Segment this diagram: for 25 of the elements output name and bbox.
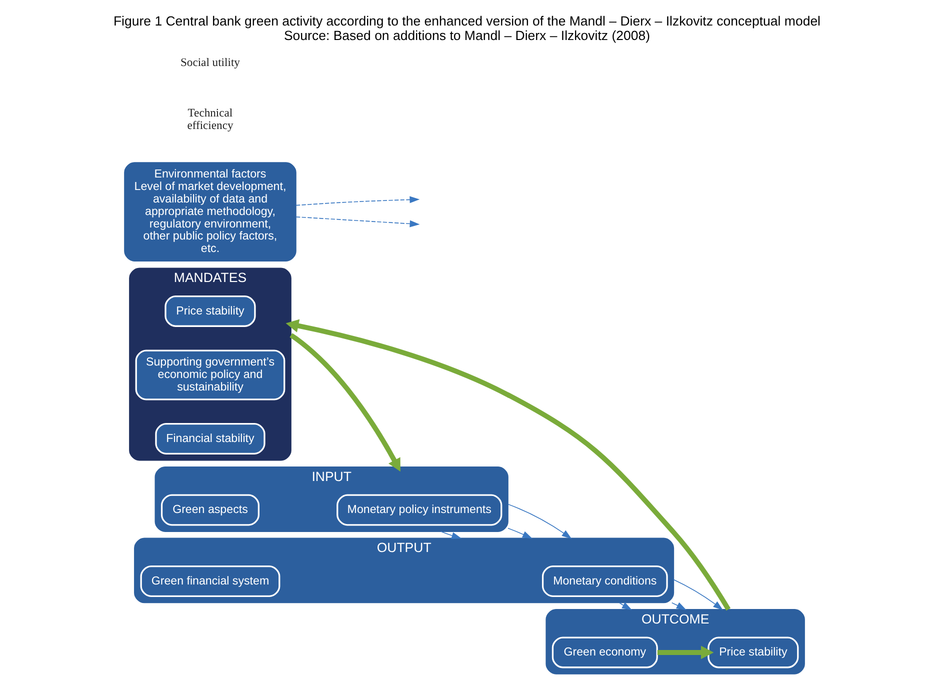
- arrow: [295, 196, 420, 206]
- arrow: [440, 531, 462, 539]
- arrow: [507, 528, 532, 539]
- label: Technical efficiency: [186, 106, 233, 132]
- arrow: [289, 333, 400, 472]
- arrow: [618, 602, 632, 610]
- arrow: [672, 579, 723, 610]
- node-box: Price stability: [707, 636, 798, 668]
- arrow: [295, 216, 420, 228]
- node-box: Green aspects: [160, 494, 260, 526]
- node-box: Financial stability: [154, 423, 265, 454]
- node-box: Supporting government’s economic policy and sustainability: [134, 350, 285, 400]
- label: Social utility: [180, 56, 240, 69]
- arrow: [285, 319, 730, 611]
- node-box: Green economy: [551, 636, 658, 668]
- node-box: Price stability: [164, 295, 256, 327]
- diagram-title: Figure 1 Central bank green activity according to the enhanced version of the Mandl – Dierx – Ilzkovitz conceptual model: [112, 13, 820, 28]
- node-box: Monetary conditions: [541, 566, 668, 597]
- arrow: [656, 646, 714, 660]
- node-box: Environmental factors Level of market development, availability of data and appropriate methodology, regulatory environment, other public policy factors, etc.: [124, 162, 296, 262]
- node-box: Monetary policy instruments: [336, 494, 502, 526]
- caption: Source: Based on additions to Mandl – Dierx – Ilzkovitz (2008): [283, 28, 650, 44]
- arrow: [670, 602, 686, 610]
- node-box: Green financial system: [140, 566, 280, 597]
- arrow: [507, 504, 572, 539]
